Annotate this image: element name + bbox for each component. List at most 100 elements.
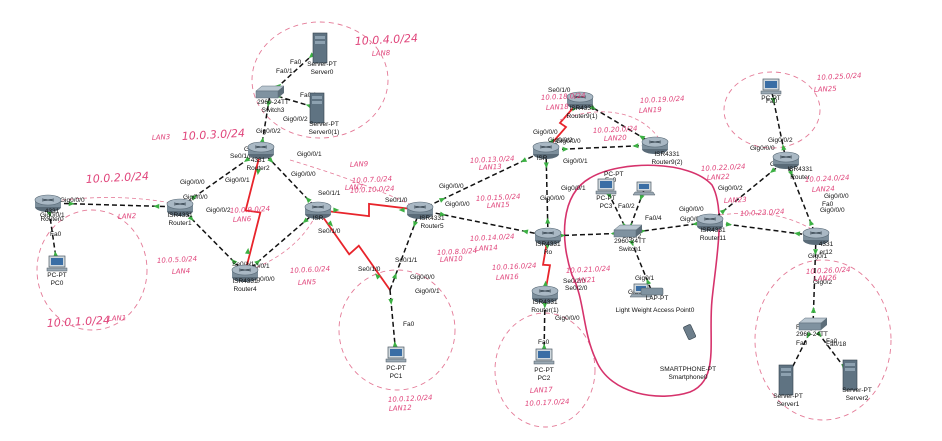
switch-switchR[interactable] [798,317,828,331]
subnet-annotation: LAN9 [350,160,369,169]
pc-icon [385,346,407,363]
interface-label: Se0/1/0 [548,87,571,94]
subnet-annotation: LAN7 [345,183,364,192]
port-status-up [810,306,816,313]
device-model-label: ISR4331 [532,299,558,306]
laptop-laptop2[interactable] [632,181,656,196]
device-name-label: Server2 [846,395,869,402]
port-status-up [541,343,547,350]
ethernet-link[interactable] [389,209,421,291]
switch-switch1[interactable] [613,224,643,238]
access-point-icon [640,287,664,296]
serial-link[interactable] [545,99,581,151]
interface-label: Gig0/0/2 [256,128,281,135]
port-status-up [692,221,699,227]
interface-label: Fa0 [766,98,778,105]
interface-label: Gig0/0/0 [824,193,849,200]
port-status-up [769,167,777,174]
device-name-label: Router4 [233,286,257,293]
ethernet-link[interactable] [47,202,181,208]
interface-label: Gig0/0/0 [556,138,581,145]
interface-label: Gig0/0/0 [533,129,558,136]
port-status-up [589,104,597,110]
device-name-label: Router [790,174,810,181]
interface-label: Se0/1/0 [230,153,253,160]
interface-label: Gig0/0/0 [410,274,435,281]
subnet-annotation: LAN1 [108,314,127,323]
subnet-annotation: 10.0.5.0/24 [157,255,198,265]
interface-label: Gig0/1 [808,253,828,260]
device-model-label: Server-PT [309,121,339,128]
subnet-annotation: LAN3 [152,133,171,142]
pc-pc3[interactable] [595,178,617,195]
server-server1[interactable] [778,364,794,396]
port-status-up [53,250,59,258]
ethernet-link[interactable] [545,149,549,237]
serial-link[interactable] [317,202,421,218]
device-name-label: er12 [819,249,832,256]
serial-link[interactable] [541,235,552,295]
subnet-annotation: LAN2 [118,212,137,221]
device-name-label: Server0(1) [309,129,340,136]
serial-link[interactable] [244,149,262,274]
pc-icon [595,178,617,195]
device-model-label: Server-PT [773,393,803,400]
device-model-label: Server-PT [842,387,872,394]
interface-label: Gig0/0/2 [718,185,743,192]
switch-switch3[interactable] [255,85,285,99]
port-status-up [302,217,309,224]
port-status-up [543,162,549,169]
pc-pc1[interactable] [385,346,407,363]
interface-label: Gig0/0/0 [820,207,845,214]
ethernet-link[interactable] [709,221,817,237]
device-model-label: SMARTPHONE-PT [660,366,716,373]
subnet-annotation: LAN22 [707,173,731,182]
interface-label: Gig0/0/1 [40,212,65,219]
interface-label: Se0/1/0 [385,197,408,204]
subnet-annotation: LAN6 [233,215,252,224]
serial-link[interactable] [317,209,391,291]
device-name-label: Router9(2) [651,159,682,166]
subnet-annotation: LAN8 [372,49,391,58]
subnet-annotation: 10.0.25.0/24 [817,72,862,82]
interface-label: Gig0/0/0 [183,194,208,201]
interface-label: Gig0/0/0 [750,145,775,152]
server-server0[interactable] [312,32,328,64]
interface-label: Gig0/0/1 [297,151,322,158]
pc-pc0[interactable] [46,255,68,272]
ethernet-link[interactable] [545,144,656,151]
pc-pc2[interactable] [533,348,555,365]
device-model-label: PC-PT [386,365,406,372]
phone-phone[interactable] [683,324,696,340]
subnet-annotation: LAN5 [298,278,317,287]
subnet-annotation: LAN14 [475,244,498,253]
laptop-icon [632,181,656,196]
subnet-annotation: 10.0.19.0/24 [640,95,685,105]
interface-label: PC-PT [604,171,624,178]
interface-label: Gig0/0/0 [250,276,275,283]
port-status-up [638,135,646,141]
subnet-annotation: LAN4 [172,267,191,276]
pc-icon [533,348,555,365]
port-status-up [187,214,194,222]
server-server2[interactable] [842,359,858,391]
pc-pctr[interactable] [760,78,782,95]
interface-label: Gig0/0/2 [283,116,308,123]
subnet-annotation: 10.0.1.0/24 [46,314,110,330]
server-server01[interactable] [309,92,325,124]
subnet-annotation: 10.0.26.0/24 [806,266,851,276]
subnet-annotation: 10.0.24.0/24 [805,174,850,184]
interface-label: Gig0/0/0 [291,171,316,178]
subnet-annotation: 10.0.6.0/24 [290,265,331,275]
interface-label: Fa0 [826,338,838,345]
interface-label: Gig0/0/0 [679,206,704,213]
ap-ap[interactable] [640,287,664,296]
port-status-up [639,194,645,201]
device-model-label: LAP-PT [646,295,669,302]
interface-label: Gig0/0/0 [445,201,470,208]
port-status-up [266,100,272,108]
device-model-label: ISR4331 [654,151,680,158]
subnet-annotation: 10.0.9.0/24 [230,205,271,215]
device-name-label: PC3 [600,203,613,210]
